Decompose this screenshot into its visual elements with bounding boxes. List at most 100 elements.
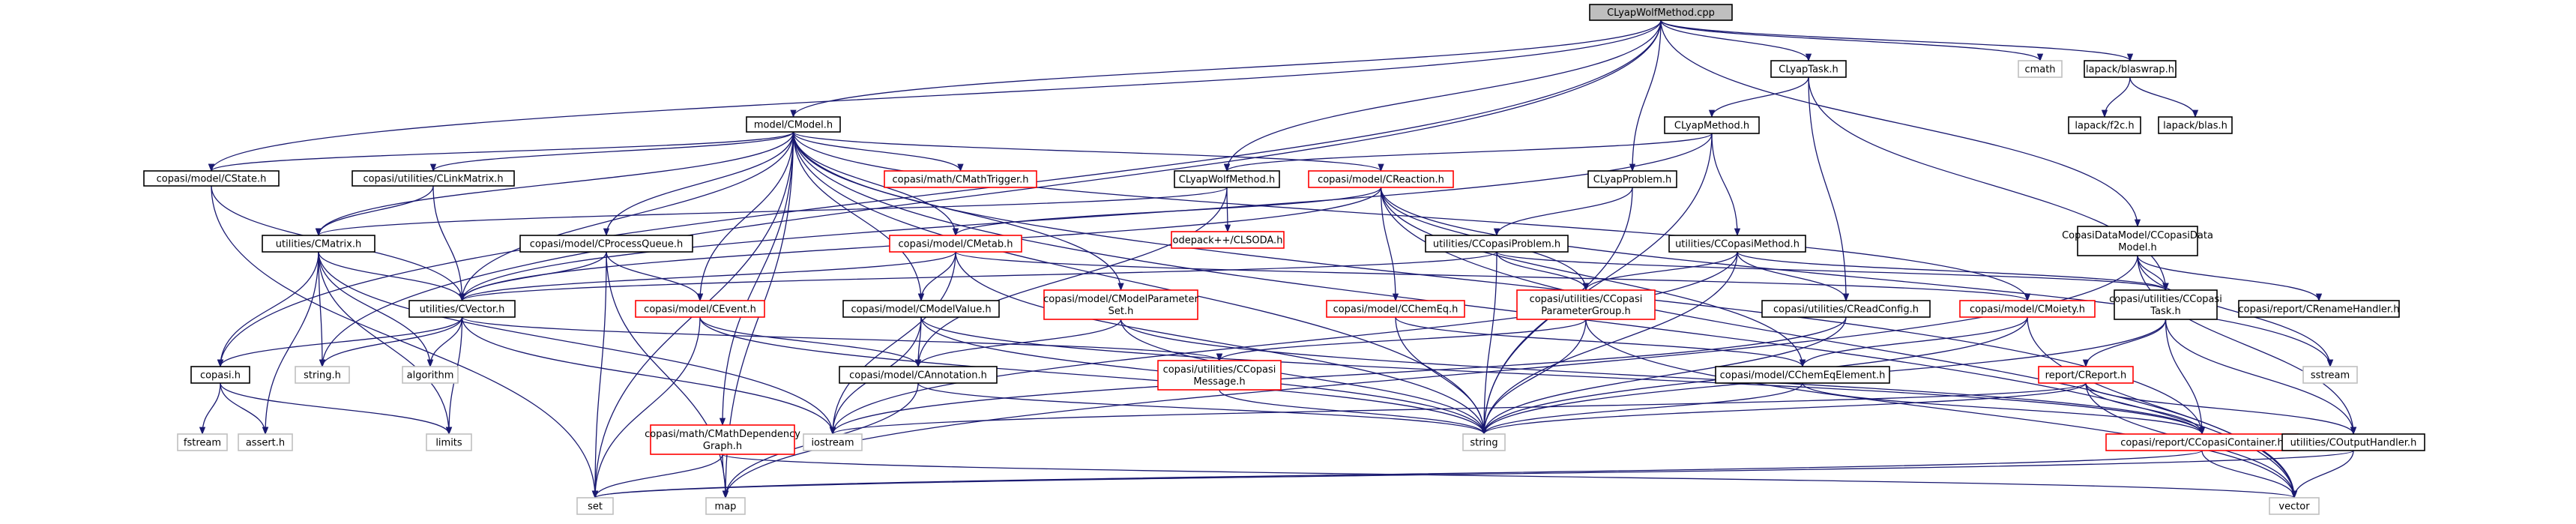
node-label: copasi/report/CCopasiContainer.h [2120,438,2284,449]
node-label: Model.h [2118,242,2156,253]
edge-cmatrix-to-asserth [262,251,319,436]
node-string: string [1462,433,1506,451]
edge-cchemeq-to-string [1395,316,1488,436]
edge-ccopasicontainer-to-set [592,450,2203,499]
edge-cchemeqelement-to-ccopasicontainer [1802,382,2206,436]
node-cchemeq[interactable]: copasi/model/CChemEq.h [1326,300,1465,318]
node-box [1516,289,1656,320]
edge-ccopasicontainer-to-vector [2201,450,2298,499]
node-copasih[interactable]: copasi.h [190,366,250,384]
node-cannotation[interactable]: copasi/model/CAnnotation.h [839,366,998,384]
node-cmoiety[interactable]: copasi/model/CMoiety.h [1959,300,2096,318]
node-label: report/CReport.h [2045,370,2127,382]
node-creport[interactable]: report/CReport.h [2038,366,2134,384]
edge-creaction-to-cchemeqelement [1380,187,1806,368]
edge-cchemeq-to-cchemeqelement [1395,316,1806,368]
edge-copasih-to-fstream [199,382,221,436]
node-creaction[interactable]: copasi/model/CReaction.h [1308,170,1454,188]
node-label: CLyapWolfMethod.h [1179,175,1275,186]
node-box [2038,366,2134,384]
node-clyaptask[interactable]: CLyapTask.h [1770,60,1847,78]
edge-cmathdepgraph-to-vector [722,454,2297,499]
node-label: string [1470,438,1497,449]
node-ccopasimethod[interactable]: utilities/CCopasiMethod.h [1668,235,1806,253]
node-clyapmethod[interactable]: CLyapMethod.h [1664,116,1760,134]
node-box [2068,116,2141,134]
node-box [1174,170,1280,188]
node-label: assert.h [246,438,285,449]
node-box [2018,60,2063,78]
edge-cmodel-to-creaction [792,131,1384,172]
node-ccopasicontainer[interactable]: copasi/report/CCopasiContainer.h [2105,433,2299,451]
edge-cmatrix-to-algorithm [318,251,434,368]
node-label: map [715,502,737,513]
node-cchemeqelement[interactable]: copasi/model/CChemEqElement.h [1715,366,1890,384]
edge-root-to-stringh [319,19,1662,368]
edge-copasidatamodel-to-crenamehandler [2137,255,2323,302]
node-cmatrix[interactable]: utilities/CMatrix.h [262,235,375,253]
node-ccopasiproblem[interactable]: utilities/CCopasiProblem.h [1425,235,1569,253]
node-layer: CLyapWolfMethod.cpp model/CModel.h CLyapTa… [143,4,2425,515]
node-label: fstream [184,438,221,449]
node-blas[interactable]: lapack/blas.h [2158,116,2233,134]
node-cmodelvalue[interactable]: copasi/model/CModelValue.h [842,300,1000,318]
edge-coutputhandler-to-set [592,450,2354,499]
node-label: model/CModel.h [754,120,833,131]
node-label: copasi/model/CAnnotation.h [849,370,987,382]
edge-creaction-to-cchemeq [1380,187,1399,302]
edge-cmetab-to-iostream [829,251,956,436]
node-cprocessqueue[interactable]: copasi/model/CProcessQueue.h [519,235,693,253]
node-creadconfig[interactable]: copasi/utilities/CReadConfig.h [1761,300,1931,318]
node-box [1308,170,1454,188]
edge-cvector-to-stringh [319,316,463,368]
node-clsoda[interactable]: odepack++/CLSODA.h [1171,231,1285,249]
node-clyapwolf[interactable]: CLyapWolfMethod.h [1174,170,1280,188]
node-cmathtrigger[interactable]: copasi/math/CMathTrigger.h [884,170,1037,188]
edge-ccopasiparamgroup-to-string [1480,319,1587,436]
edge-cmodel-to-cmatrix [315,131,794,237]
node-label: vector [2278,502,2310,513]
node-stringh: string.h [295,366,350,384]
node-label: lapack/blas.h [2163,121,2227,132]
edge-cmodel-to-cprocessqueue [603,131,794,237]
node-cevent[interactable]: copasi/model/CEvent.h [635,300,765,318]
node-cstate[interactable]: copasi/model/CState.h [143,170,280,187]
node-f2c[interactable]: lapack/f2c.h [2068,116,2141,134]
node-box [519,235,693,253]
node-coutputhandler[interactable]: utilities/COutputHandler.h [2281,433,2425,451]
node-clinkmatrix[interactable]: copasi/utilities/CLinkMatrix.h [352,170,515,187]
edge-cmathdepgraph-to-map [722,454,729,499]
edge-ccopasimethod-to-ccopasitask [1737,251,2169,292]
node-box [1770,60,1847,78]
node-label: CopasiDataModel/CCopasiData [2062,230,2213,241]
edge-creadconfig-to-iostream [830,316,1847,436]
node-label: utilities/CCopasiProblem.h [1433,239,1560,250]
edge-blaswrap-to-blas [2129,76,2199,118]
node-label: iostream [811,438,854,449]
node-cmetab[interactable]: copasi/model/CMetab.h [889,235,1022,253]
node-crenamehandler[interactable]: copasi/report/CRenameHandler.h [2238,300,2400,318]
node-cvector[interactable]: utilities/CVector.h [408,300,516,318]
edge-ccopasiproblem-to-cvector [459,251,1497,302]
node-clyapproblem[interactable]: CLyapProblem.h [1587,170,1677,188]
edge-cmodelparamset-to-ccopasicontainer [1120,319,2205,436]
node-box [352,170,515,187]
node-cmodel[interactable]: model/CModel.h [746,116,841,133]
edge-cvector-to-algorithm [426,316,463,368]
node-label: sstream [2311,370,2350,382]
edge-ccopasiproblem-to-string [1480,251,1497,436]
node-limits: limits [426,433,472,451]
edge-clyaptask-to-ccopasitask [1808,76,2169,292]
node-iostream: iostream [803,433,863,451]
node-root[interactable]: CLyapWolfMethod.cpp [1589,4,1733,21]
node-blaswrap[interactable]: lapack/blaswrap.h [2084,60,2177,78]
node-label: cmath [2024,64,2055,76]
node-label: CLyapProblem.h [1593,175,1672,186]
node-box [635,300,765,318]
